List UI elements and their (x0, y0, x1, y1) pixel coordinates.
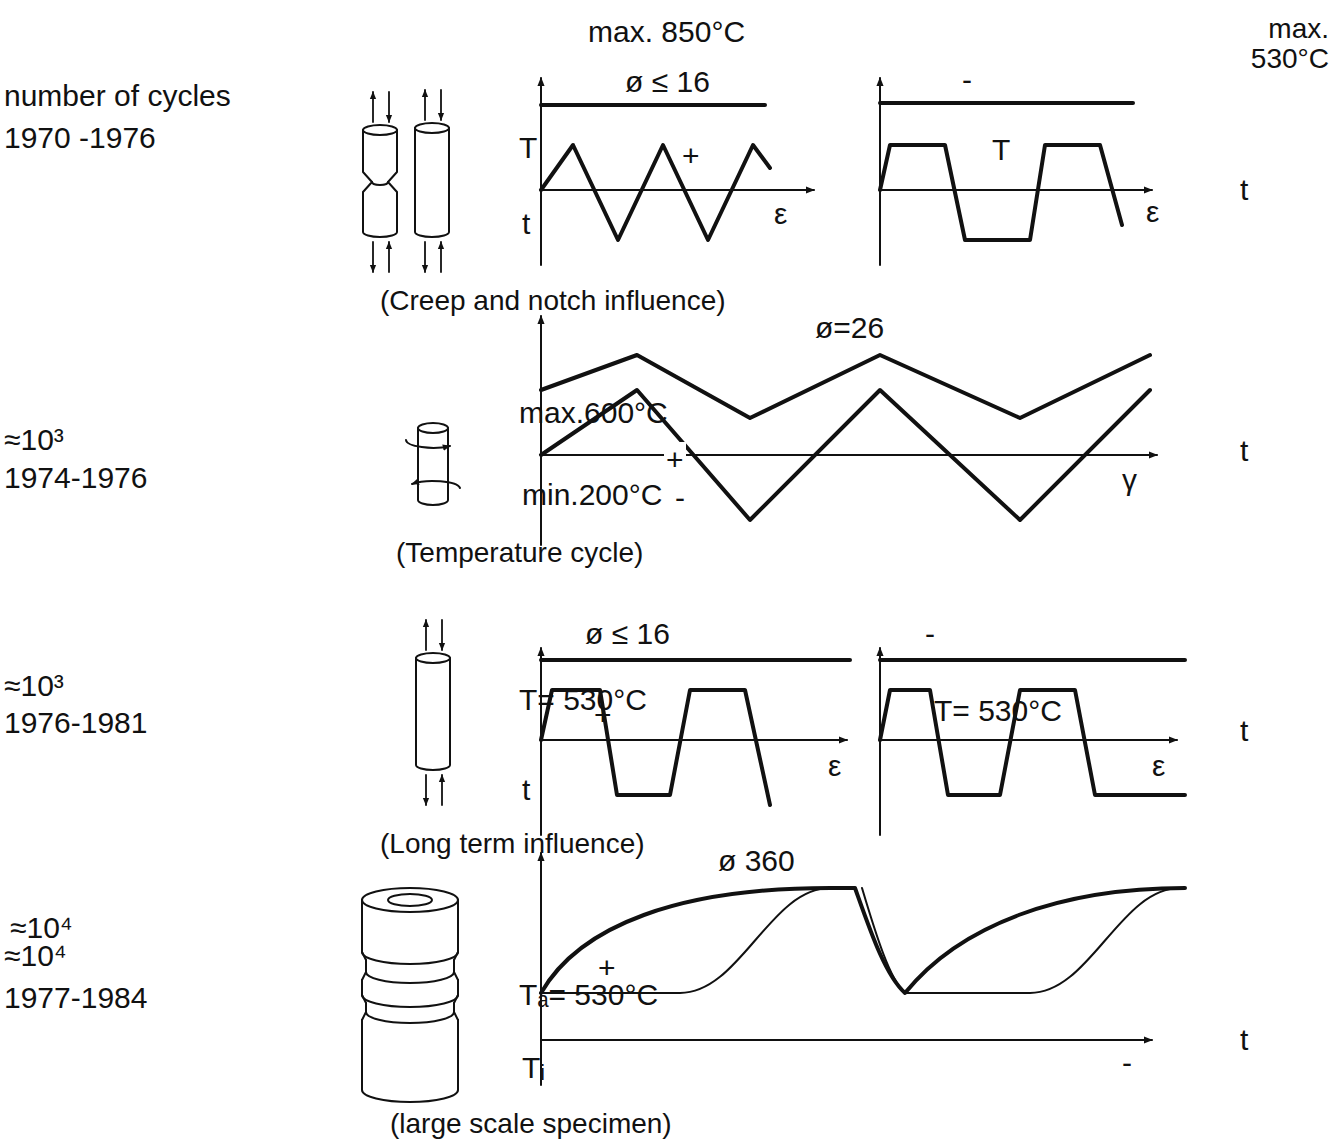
axis-symbol: + (594, 697, 612, 733)
diameter: (large scale specimen) (390, 1106, 672, 1142)
sign: Tᵢ (522, 1050, 545, 1086)
cycle-count: t (1240, 433, 1248, 469)
temperature-line (541, 103, 765, 107)
test-description: 1976-1981 (4, 705, 147, 741)
heading: max. 850°C (588, 14, 745, 50)
load-arrows (373, 90, 441, 272)
temperature-note: - (925, 616, 935, 652)
axis-symbol: + (682, 138, 700, 174)
load-arrows (426, 620, 442, 805)
axis-symbol: ε (774, 196, 787, 232)
test-description: 1970 -1976 (4, 118, 294, 158)
large-specimen (362, 888, 458, 1102)
axis-symbol: γ (1122, 462, 1137, 498)
sign: min.200°C (522, 477, 662, 513)
temperature-line (541, 658, 850, 662)
axis-symbol: T= 530°C (934, 693, 1062, 729)
temperature-note: ø ≤ 16 (585, 616, 670, 652)
column-heading: max. 530°C (1216, 14, 1329, 74)
diameter: (Creep and notch influence) (380, 283, 726, 319)
axis-symbol: ø ≤ 16 (625, 64, 710, 100)
test-description: 1977-1984 (4, 978, 204, 1018)
sign: Tₐ= 530°C (519, 977, 658, 1013)
test-description: 1974-1976 (4, 460, 147, 496)
strain-curve (541, 145, 770, 240)
period: ≈10³ (4, 668, 64, 704)
temperature-note: + (598, 950, 616, 986)
sign: t (522, 206, 530, 242)
axes (541, 648, 1177, 835)
diameter: (Long term influence) (380, 826, 645, 862)
notched-specimen (363, 125, 397, 237)
cycle-count: t (1240, 1022, 1248, 1058)
torsion-specimen (406, 423, 460, 505)
temperature-note: + (664, 442, 686, 478)
axis-symbol: - (962, 62, 972, 98)
axis-symbol: - (675, 480, 685, 516)
diameter: (Temperature cycle) (396, 535, 643, 571)
sign: max.600°C (519, 395, 668, 431)
plain-specimen (416, 653, 450, 770)
sign: t (522, 772, 530, 808)
period: ≈10³ (4, 422, 64, 458)
plain-specimen (415, 123, 449, 237)
sign: T= 530°C (519, 682, 647, 718)
axes (541, 78, 1152, 265)
label: ≈10⁴ (10, 910, 73, 946)
axis-symbol: ε (1146, 194, 1159, 230)
cycle-count: t (1240, 713, 1248, 749)
temperature-line (880, 658, 1185, 662)
axis-symbol: ε (1152, 748, 1165, 784)
sign: T (519, 130, 537, 166)
axis-symbol: ε (828, 748, 841, 784)
temperature-note: ø=26 (815, 310, 884, 346)
axis-symbol: T (992, 132, 1010, 168)
temperature-note: ø 360 (718, 843, 795, 879)
strain-curve (880, 690, 1185, 795)
axis-symbol: - (1122, 1045, 1132, 1081)
temperature-line (880, 101, 1133, 105)
inner-temperature-curve (862, 888, 1180, 993)
cycle-count: t (1240, 172, 1248, 208)
outer-temperature-curve (541, 888, 1185, 993)
period: number of cycles (4, 78, 231, 114)
